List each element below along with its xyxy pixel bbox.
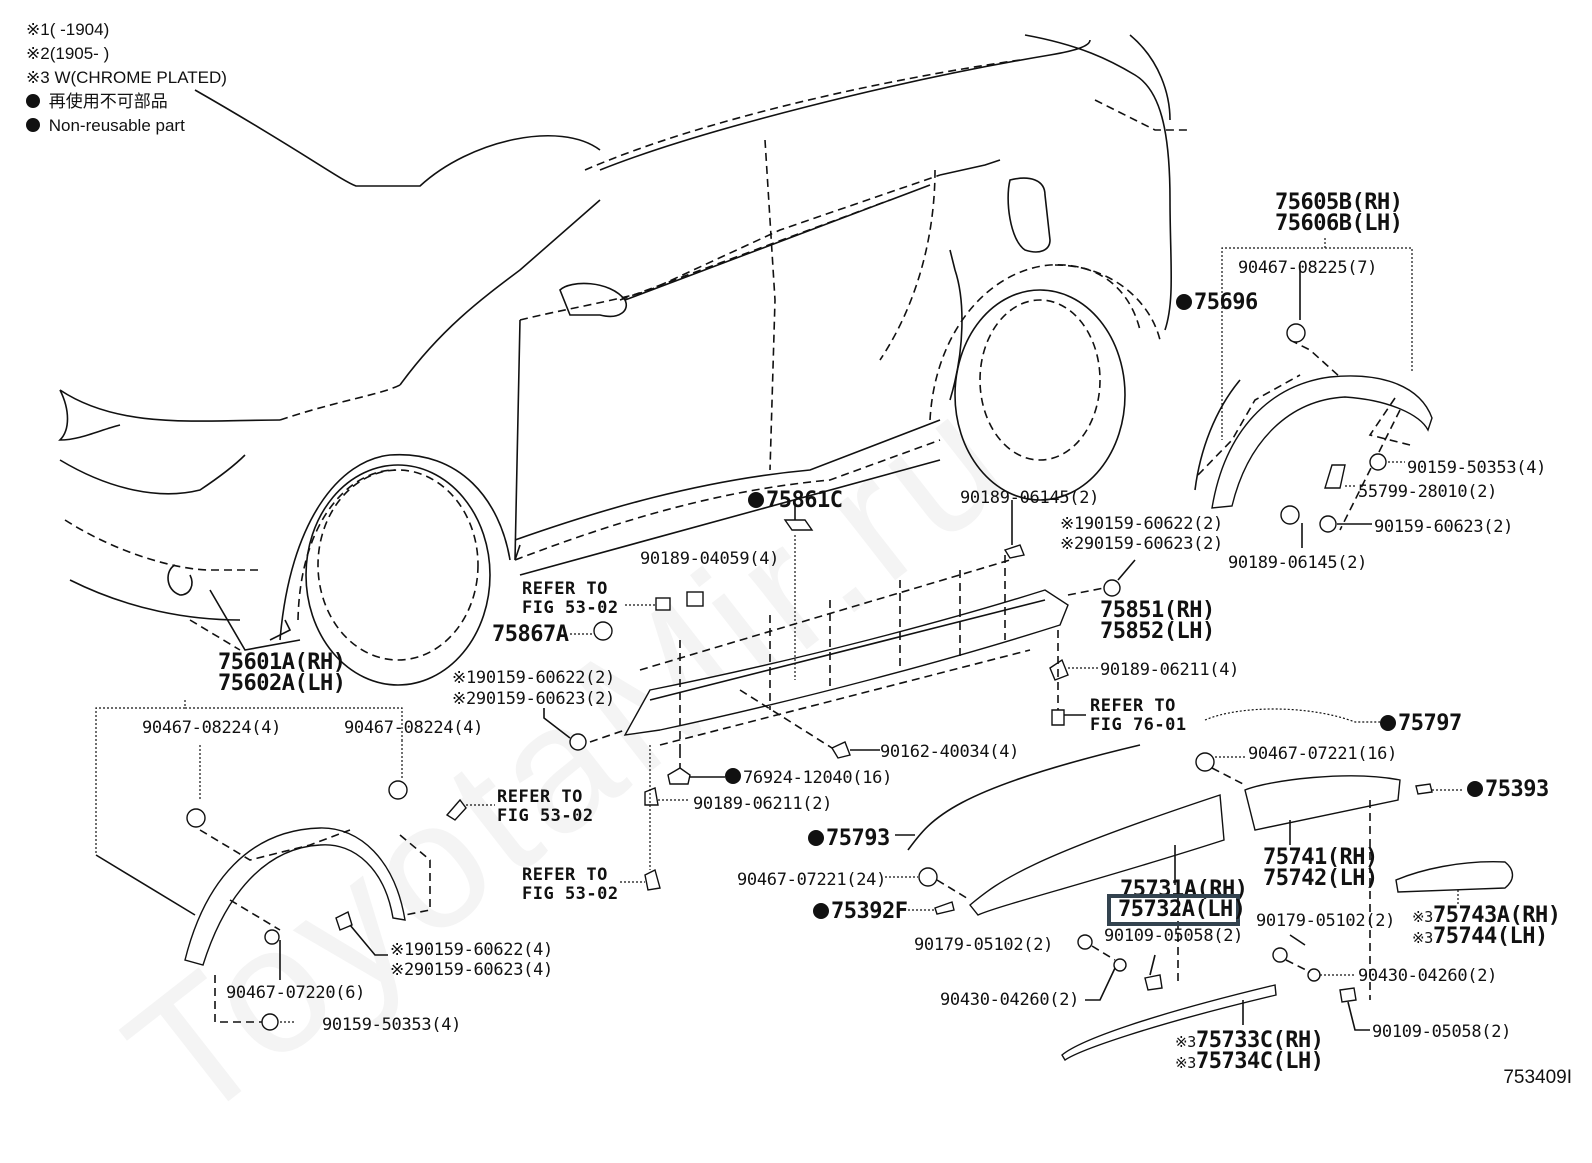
non-reusable-dot-icon <box>748 492 764 508</box>
part-label-76924-12040[interactable]: 76924-12040(16) <box>725 768 892 788</box>
door-moulding-lineart <box>885 708 1514 1061</box>
part-label-90159-60623-right[interactable]: ※290159-60623(2) <box>1060 534 1223 554</box>
part-label-90189-06211-bottom[interactable]: 90189-06211(2) <box>693 794 833 814</box>
legend: ※1( -1904) ※2(1905- ) ※3 W(CHROME PLATED… <box>26 18 227 138</box>
part-label-90189-06145-rear[interactable]: 90189-06145(2) <box>1228 553 1368 573</box>
part-label-75743A[interactable]: ※375743A(RH) <box>1412 903 1561 928</box>
part-label-90162-40034[interactable]: 90162-40034(4) <box>880 742 1020 762</box>
part-label-90430-04260-front[interactable]: 90430-04260(2) <box>940 990 1080 1010</box>
part-label-90430-04260-rear[interactable]: 90430-04260(2) <box>1358 966 1498 986</box>
part-label-75601A[interactable]: 75601A(RH) <box>218 650 346 675</box>
part-label-90159-50353-front[interactable]: 90159-50353(4) <box>322 1015 462 1035</box>
legend-note-3: ※3 W(CHROME PLATED) <box>26 68 227 87</box>
part-label-90159-60623-arch[interactable]: ※290159-60623(4) <box>390 960 553 980</box>
part-label-90467-08224-right[interactable]: 90467-08224(4) <box>344 718 484 738</box>
non-reusable-dot-icon <box>26 94 40 108</box>
diagram-lineart <box>58 34 1514 1061</box>
part-label-90467-08225[interactable]: 90467-08225(7) <box>1238 258 1378 278</box>
part-label-75851[interactable]: 75851(RH) <box>1100 598 1215 623</box>
part-label-90109-05058-rear[interactable]: 90109-05058(2) <box>1372 1022 1512 1042</box>
part-label-90179-05102-front[interactable]: 90179-05102(2) <box>914 935 1054 955</box>
figure-number: 753409I <box>1503 1067 1572 1088</box>
part-label-75606B[interactable]: 75606B(LH) <box>1275 211 1403 236</box>
non-reusable-dot-icon <box>1467 781 1483 797</box>
car-body-illustration <box>58 34 1190 686</box>
part-label-90467-07220[interactable]: 90467-07220(6) <box>226 983 366 1003</box>
non-reusable-dot-icon <box>1380 715 1396 731</box>
non-reusable-dot-icon <box>1176 294 1192 310</box>
part-label-75741[interactable]: 75741(RH) <box>1263 845 1378 870</box>
part-label-55799-28010[interactable]: 55799-28010(2) <box>1358 482 1498 502</box>
part-label-75734C[interactable]: ※375734C(LH) <box>1175 1049 1324 1074</box>
part-label-75733C[interactable]: ※375733C(RH) <box>1175 1028 1324 1053</box>
part-label-75867A[interactable]: 75867A <box>492 622 569 647</box>
part-label-90467-08224-left[interactable]: 90467-08224(4) <box>142 718 282 738</box>
part-label-75605B[interactable]: 75605B(RH) <box>1275 190 1403 215</box>
front-arch-lineart <box>95 700 495 1031</box>
part-label-90467-07221-front[interactable]: 90467-07221(24) <box>737 870 887 890</box>
part-label-75696[interactable]: 75696 <box>1176 292 1258 314</box>
legend-note-1: ※1( -1904) <box>26 20 110 39</box>
part-label-75797[interactable]: 75797 <box>1380 713 1462 735</box>
part-label-75742[interactable]: 75742(LH) <box>1263 866 1378 891</box>
parts-diagram: ToyotaMir.ru <box>26 18 1572 1161</box>
part-label-75861C[interactable]: 75861C <box>748 490 843 512</box>
part-label-90159-60623-rear[interactable]: 90159-60623(2) <box>1374 517 1514 537</box>
non-reusable-dot-icon <box>725 768 741 784</box>
part-label-75732A[interactable]: 75732A(LH) <box>1118 897 1246 922</box>
legend-non-reusable-en: Non-reusable part <box>26 114 227 138</box>
part-label-90159-60622-arch[interactable]: ※190159-60622(4) <box>390 940 553 960</box>
part-label-75602A[interactable]: 75602A(LH) <box>218 671 346 696</box>
part-label-75393[interactable]: 75393 <box>1467 779 1549 801</box>
part-label-75793[interactable]: 75793 <box>808 828 890 850</box>
part-label-90159-60622-right[interactable]: ※190159-60622(2) <box>1060 514 1223 534</box>
part-label-90109-05058-front[interactable]: 90109-05058(2) <box>1104 926 1244 946</box>
highlight-box <box>1107 894 1240 926</box>
part-label-75392F[interactable]: 75392F <box>813 901 908 923</box>
legend-note-2: ※2(1905- ) <box>26 44 110 63</box>
rocker-panel-lineart <box>543 500 1136 891</box>
legend-non-reusable-jp: 再使用不可部品 <box>26 90 227 114</box>
rear-arch-lineart <box>1194 238 1433 548</box>
part-label-90467-07221-rear[interactable]: 90467-07221(16) <box>1248 744 1398 764</box>
part-label-90189-04059[interactable]: 90189-04059(4) <box>640 549 780 569</box>
part-label-90189-06211-right[interactable]: 90189-06211(4) <box>1100 660 1240 680</box>
non-reusable-dot-icon <box>26 118 40 132</box>
part-label-75744[interactable]: ※375744(LH) <box>1412 924 1548 949</box>
part-label-90159-60622-left[interactable]: ※190159-60622(2) <box>452 668 615 688</box>
part-label-90159-60623-left[interactable]: ※290159-60623(2) <box>452 689 615 709</box>
part-label-90159-50353[interactable]: 90159-50353(4) <box>1407 458 1547 478</box>
non-reusable-dot-icon <box>808 830 824 846</box>
part-label-90179-05102-rear[interactable]: 90179-05102(2) <box>1256 911 1396 931</box>
part-label-75852[interactable]: 75852(LH) <box>1100 619 1215 644</box>
part-label-90189-06145[interactable]: 90189-06145(2) <box>960 488 1100 508</box>
non-reusable-dot-icon <box>813 903 829 919</box>
